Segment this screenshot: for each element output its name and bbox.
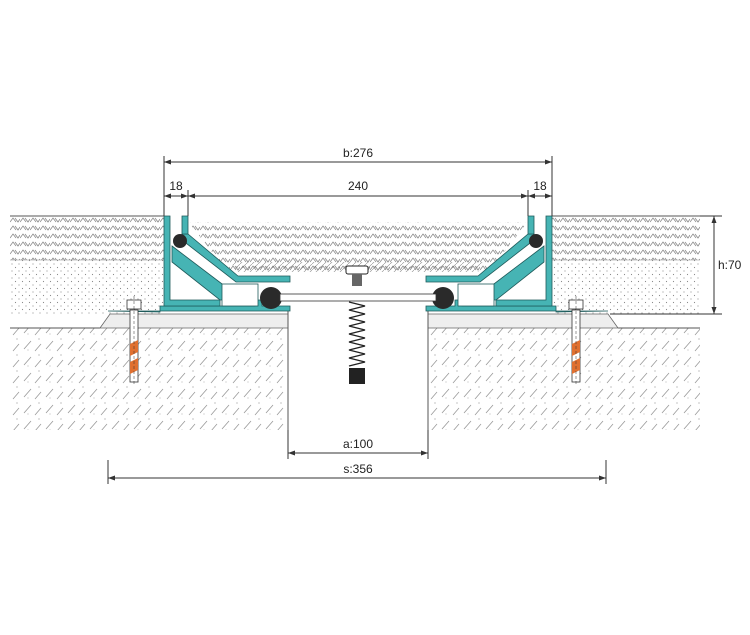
dimension-s: s:356 xyxy=(107,460,607,484)
dim-row2-arrow-4 xyxy=(521,193,528,199)
profile-tray-left xyxy=(181,233,291,283)
finish-layer-left xyxy=(10,216,164,260)
seal-left-top xyxy=(173,234,187,248)
finish-layer-right xyxy=(552,216,700,260)
dim-h-label: h:70 xyxy=(718,258,742,272)
profile-tray-right xyxy=(425,233,535,283)
profile-lip-left xyxy=(181,215,189,235)
dim-inner-width-label: 240 xyxy=(348,179,368,193)
seal-right-main xyxy=(432,287,454,309)
seal-left-main xyxy=(260,287,282,309)
dim-row2-arrow-6 xyxy=(545,193,552,199)
dim-s-arrow-left xyxy=(108,475,115,481)
seal-right-top xyxy=(529,234,543,248)
dim-row2-arrow-1 xyxy=(164,193,171,199)
profile-chamber-right xyxy=(457,283,495,307)
dimension-b: b:276 xyxy=(163,146,553,216)
mortar-bed-right xyxy=(427,313,619,329)
anchor-left xyxy=(126,296,142,384)
dim-b-arrow-left xyxy=(164,159,171,165)
anchor-right xyxy=(568,296,584,384)
center-tile-insert xyxy=(188,222,528,272)
rubber-seals xyxy=(173,234,543,309)
dim-b-arrow-right xyxy=(545,159,552,165)
concrete-right xyxy=(428,328,700,430)
dim-h-arrow-bottom xyxy=(711,307,717,314)
dim-a-arrow-right xyxy=(421,450,428,456)
dimension-h: h:70 xyxy=(610,215,742,315)
dim-h-arrow-top xyxy=(711,216,717,223)
dim-row2-arrow-3 xyxy=(188,193,195,199)
screw-shank xyxy=(352,274,362,286)
dim-s-label: s:356 xyxy=(343,462,373,476)
concrete-substrate xyxy=(10,310,700,430)
dimension-row-2: 18 240 18 xyxy=(164,179,552,216)
dim-a-label: a:100 xyxy=(343,437,373,451)
spring-coil xyxy=(348,301,366,367)
dim-s-arrow-right xyxy=(599,475,606,481)
dim-a-arrow-left xyxy=(288,450,295,456)
profile-chamber-left xyxy=(221,283,259,307)
concrete-left xyxy=(10,328,288,430)
screw-nut xyxy=(349,368,365,384)
center-screw-spring xyxy=(345,265,369,384)
anchor-right-wedge xyxy=(572,340,580,374)
screw-head xyxy=(345,265,369,275)
dim-right-flange-label: 18 xyxy=(533,179,547,193)
aluminium-profile xyxy=(107,215,609,313)
dim-left-flange-label: 18 xyxy=(169,179,183,193)
dim-b-label: b:276 xyxy=(343,146,373,160)
dim-row2-arrow-2 xyxy=(181,193,188,199)
dimension-a: a:100 xyxy=(287,430,429,459)
sliding-bar xyxy=(279,293,437,302)
dim-row2-arrow-5 xyxy=(528,193,535,199)
profile-lip-right xyxy=(527,215,535,235)
floor-finish-layers xyxy=(10,215,700,314)
anchor-left-wedge xyxy=(130,340,138,374)
mortar-bed-left xyxy=(99,313,289,329)
